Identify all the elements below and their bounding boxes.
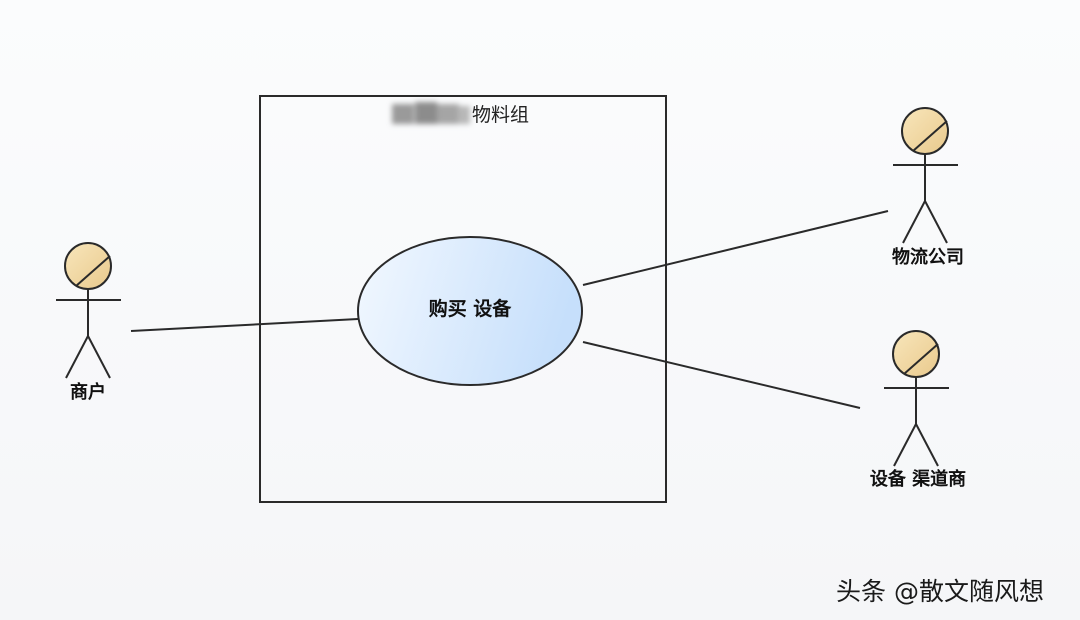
use-case-buy-equipment[interactable]: 购买 设备 — [357, 236, 583, 386]
watermark-text: 头条 @散文随风想 — [836, 577, 1044, 606]
actor-logistics[interactable]: 物流公司 — [892, 107, 964, 268]
system-name-blur — [392, 102, 470, 124]
associations — [130, 210, 889, 409]
actor-equipment-channel[interactable]: 设备 渠道商 — [870, 330, 966, 490]
actor-label-equipment-channel: 设备 渠道商 — [870, 468, 966, 490]
association-merchant-usecase — [130, 318, 359, 332]
actor-figure-icon — [884, 330, 949, 467]
actor-merchant[interactable]: 商户 — [56, 242, 121, 403]
use-case-label: 购买 设备 — [429, 297, 513, 320]
actor-label-merchant: 商户 — [70, 381, 106, 403]
association-usecase-channel — [582, 341, 861, 409]
association-usecase-logistics — [582, 210, 889, 286]
system-name-label: 物料组 — [472, 104, 529, 126]
actor-figure-icon — [56, 242, 121, 379]
actor-label-logistics: 物流公司 — [892, 246, 964, 268]
system-boundary: 物料组 — [259, 95, 667, 503]
actor-figure-icon — [893, 107, 958, 244]
